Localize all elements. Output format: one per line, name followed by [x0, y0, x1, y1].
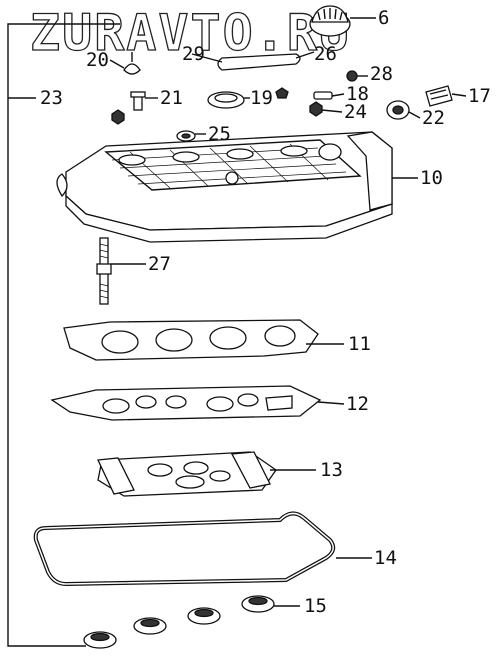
label-part-22: 22 — [422, 107, 445, 129]
label-part-12: 12 — [346, 393, 369, 415]
label-part-23: 23 — [40, 87, 63, 109]
seal-ring-4 — [241, 595, 275, 613]
part-21-bolt — [111, 91, 158, 125]
seal-ring-1 — [83, 631, 117, 649]
label-part-29: 29 — [182, 43, 205, 65]
label-part-6: 6 — [378, 7, 389, 29]
label-part-13: 13 — [320, 459, 343, 481]
part-18-plug — [313, 91, 345, 100]
part-14-cover-gasket — [33, 511, 372, 587]
label-part-27: 27 — [148, 253, 171, 275]
part-12-gasket — [50, 385, 345, 421]
cover-ribbing — [111, 143, 347, 189]
part-24-nut — [309, 101, 343, 117]
label-part-11: 11 — [348, 333, 371, 355]
label-part-20: 20 — [86, 49, 109, 71]
label-part-18: 18 — [346, 83, 369, 105]
bracket-23 — [7, 23, 120, 647]
label-part-25: 25 — [208, 123, 231, 145]
seal-ring-2 — [133, 617, 167, 635]
label-part-19: 19 — [250, 87, 273, 109]
part-13-baffle-plate — [97, 451, 316, 497]
part-28-nut — [346, 70, 368, 82]
part-15-tube-seals — [83, 595, 300, 649]
label-part-28: 28 — [370, 63, 393, 85]
label-part-24: 24 — [344, 101, 367, 123]
part-11-gasket — [63, 319, 344, 361]
part-27-stud-bolt — [96, 237, 146, 305]
seal-ring-3 — [187, 607, 221, 625]
part-10-valve-cover — [56, 131, 418, 243]
part-17-pcv-valve — [425, 85, 467, 107]
part-19-seal-ring — [207, 87, 289, 109]
label-part-15: 15 — [304, 595, 327, 617]
part-29-26-breather-hose — [191, 51, 315, 71]
label-part-26: 26 — [314, 43, 337, 65]
part-6-oil-filler-cap — [309, 5, 376, 37]
part-20-hose-clip — [109, 52, 141, 75]
watermark-text: ZURAVTO.RU — [30, 4, 351, 62]
label-part-10: 10 — [420, 167, 443, 189]
label-part-14: 14 — [374, 547, 397, 569]
part-22-grommet — [386, 100, 421, 120]
part-25-washer — [176, 130, 206, 142]
label-part-17: 17 — [468, 85, 491, 107]
label-part-21: 21 — [160, 87, 183, 109]
